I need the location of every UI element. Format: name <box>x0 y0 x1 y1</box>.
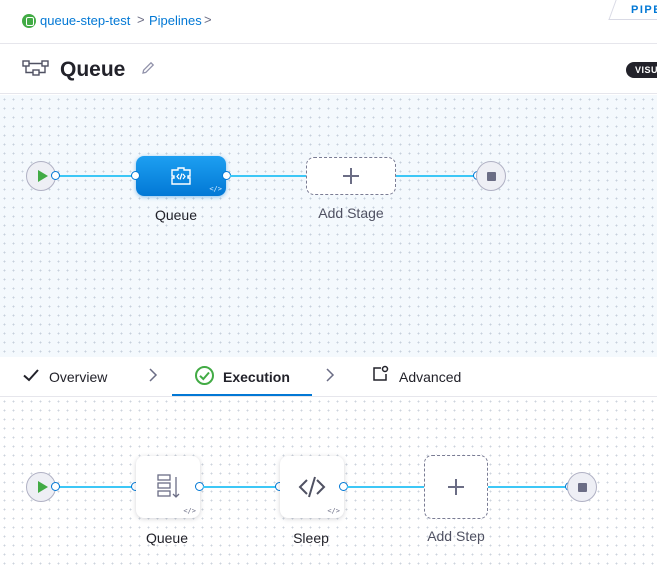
tab-label: Advanced <box>399 369 462 385</box>
pipeline-studio-tag: PIPE <box>608 0 657 20</box>
execution-start-node <box>26 472 56 502</box>
pipeline-header: Queue VISU <box>0 45 657 94</box>
breadcrumb-pipelines-link[interactable]: Pipelines <box>149 13 202 28</box>
stage-canvas[interactable]: </> Queue Add Stage <box>0 95 657 357</box>
stage-link <box>56 175 137 177</box>
stage-link <box>230 175 307 177</box>
project-icon <box>22 14 36 28</box>
page-title: Queue <box>60 58 126 81</box>
stage-input-port <box>131 171 140 180</box>
queue-step-icon <box>157 474 180 498</box>
add-stage-label: Add Stage <box>318 205 384 221</box>
breadcrumb-project-link[interactable]: queue-step-test <box>40 13 131 28</box>
start-port <box>51 171 60 180</box>
plus-icon <box>448 479 464 495</box>
step-label: Sleep <box>293 530 329 546</box>
pipeline-end-node <box>476 161 506 191</box>
code-icon <box>298 476 326 498</box>
start-port <box>51 482 60 491</box>
advanced-icon <box>373 365 389 381</box>
step-label: Queue <box>145 530 189 546</box>
pipeline-icon <box>22 60 49 76</box>
chevron-right-icon <box>149 368 158 382</box>
step-node-queue[interactable]: </> <box>136 456 200 518</box>
step-link <box>56 486 137 488</box>
execution-canvas[interactable]: </> Queue </> Sleep Add Step <box>0 397 657 571</box>
add-stage-button[interactable] <box>306 157 396 195</box>
edit-pencil-icon[interactable] <box>140 60 156 76</box>
check-icon <box>23 369 39 382</box>
breadcrumb-separator: > <box>204 12 212 27</box>
tab-execution[interactable]: Execution <box>194 357 304 397</box>
visual-view-toggle[interactable]: VISU <box>626 62 657 78</box>
active-tab-indicator <box>172 394 312 396</box>
tab-overview[interactable]: Overview <box>20 357 120 397</box>
tab-label: Execution <box>223 369 290 385</box>
chevron-right-icon <box>326 368 335 382</box>
tab-advanced[interactable]: Advanced <box>372 357 482 397</box>
stage-link <box>396 175 477 177</box>
stage-tabs: Overview Execution Advanced <box>0 357 657 397</box>
step-link <box>488 486 569 488</box>
stage-node-queue[interactable]: </> <box>136 156 226 196</box>
yaml-icon: </> <box>327 507 340 515</box>
step-link <box>203 486 280 488</box>
yaml-icon: </> <box>209 185 222 193</box>
yaml-icon: </> <box>183 507 196 515</box>
execution-end-node <box>567 472 597 502</box>
tab-label: Overview <box>49 369 108 385</box>
breadcrumb: queue-step-test > Pipelines > PIPE <box>0 0 657 44</box>
step-link <box>347 486 424 488</box>
stage-label: Queue <box>154 207 198 223</box>
add-step-label: Add Step <box>427 528 485 544</box>
plus-icon <box>343 168 359 184</box>
check-circle-icon <box>195 366 214 385</box>
custom-stage-icon <box>171 167 191 185</box>
breadcrumb-separator: > <box>137 12 145 27</box>
step-node-sleep[interactable]: </> <box>280 456 344 518</box>
add-step-button[interactable] <box>424 455 488 519</box>
